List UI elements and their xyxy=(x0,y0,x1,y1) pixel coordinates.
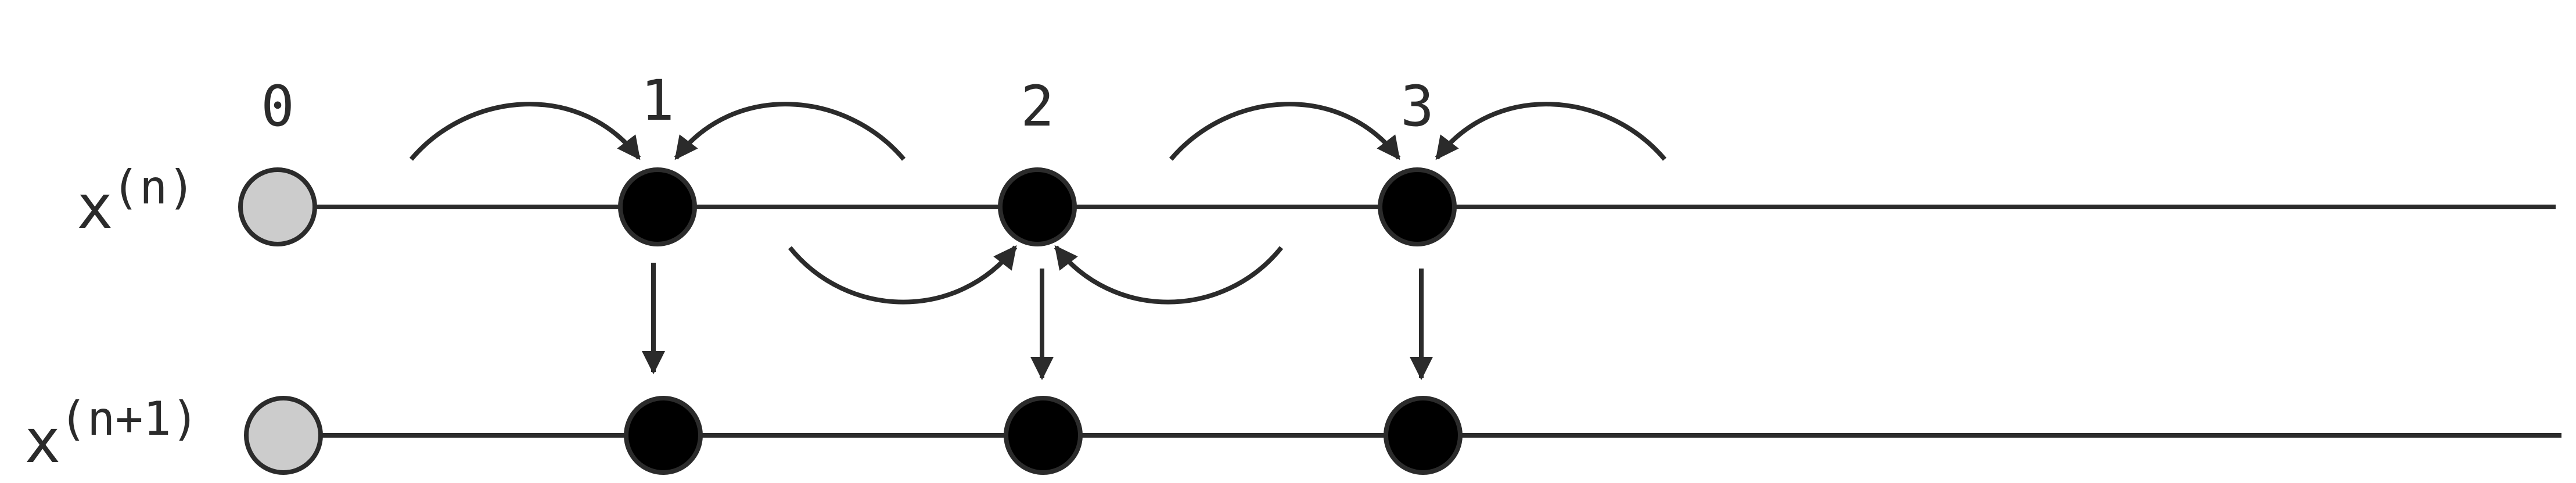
boundary-node-xn1-0 xyxy=(244,396,323,475)
node-xn1-1 xyxy=(624,396,703,475)
node-xn1-2 xyxy=(1004,396,1083,475)
row-label-xn1-superscript: (n+1) xyxy=(59,392,199,446)
row-label-xn: x (n) xyxy=(77,160,196,242)
curved-arrow-4-to-3 xyxy=(1435,102,1667,161)
curved-arrow-2-to-1 xyxy=(674,102,906,161)
node-xn-1 xyxy=(618,167,697,246)
row-label-xn-base: x xyxy=(77,171,113,242)
curved-arrow-0-to-1 xyxy=(409,102,641,161)
curved-arrow-3-to-2 xyxy=(1054,245,1284,305)
index-label-2: 2 xyxy=(1021,74,1054,139)
index-label-0: 0 xyxy=(261,74,294,139)
row-label-xn1-base: x xyxy=(24,406,61,477)
curved-arrow-2-to-3-from-left xyxy=(1169,102,1401,161)
node-xn1-3 xyxy=(1384,396,1463,475)
curved-arrow-1-to-2 xyxy=(788,245,1018,305)
index-label-3: 3 xyxy=(1400,74,1434,139)
row-label-xn1: x (n+1) xyxy=(24,392,199,477)
row-label-xn-superscript: (n) xyxy=(112,160,196,214)
node-xn-3 xyxy=(1378,167,1457,246)
index-label-1: 1 xyxy=(641,68,674,133)
boundary-node-xn-0 xyxy=(238,167,317,246)
node-xn-2 xyxy=(998,167,1077,246)
